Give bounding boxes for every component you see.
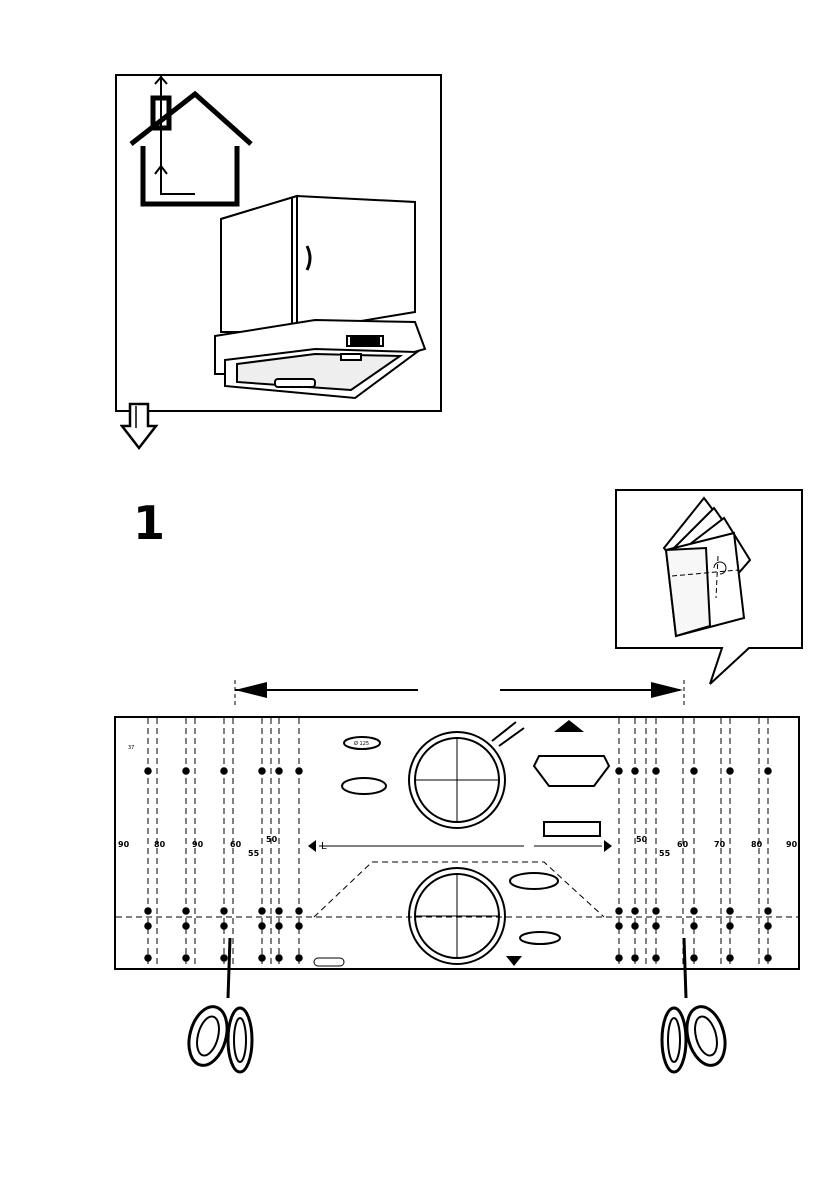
spacing-label: 80 <box>154 840 166 849</box>
step-number: 1 <box>133 500 165 546</box>
spacing-label: 50 <box>266 835 278 844</box>
down-arrow-icon <box>120 402 160 452</box>
spacing-label: 55 <box>659 849 671 858</box>
hood-installation-panel <box>115 74 442 412</box>
folded-booklet-icon <box>614 488 804 688</box>
spacing-label: 90 <box>786 840 798 849</box>
width-label: L <box>321 841 327 852</box>
drilling-template: 90 80 90 60 50 55 50 55 60 70 80 90 L Ø … <box>114 716 800 970</box>
spacing-label: 80 <box>751 840 763 849</box>
scissors-icon <box>180 938 270 1078</box>
width-dimension-arrow <box>225 676 700 706</box>
scissors-icon <box>644 938 734 1078</box>
spacing-label: 90 <box>118 840 130 849</box>
spacing-label: 70 <box>714 840 726 849</box>
spacing-label: 60 <box>677 840 689 849</box>
small-dimension-label: 37 <box>128 745 134 751</box>
spacing-label: 50 <box>636 835 648 844</box>
spacing-label: 60 <box>230 840 242 849</box>
spacing-label: 55 <box>248 849 260 858</box>
diameter-label: Ø 125 <box>354 740 369 747</box>
cooker-hood-icon <box>115 74 442 412</box>
spacing-label: 90 <box>192 840 204 849</box>
